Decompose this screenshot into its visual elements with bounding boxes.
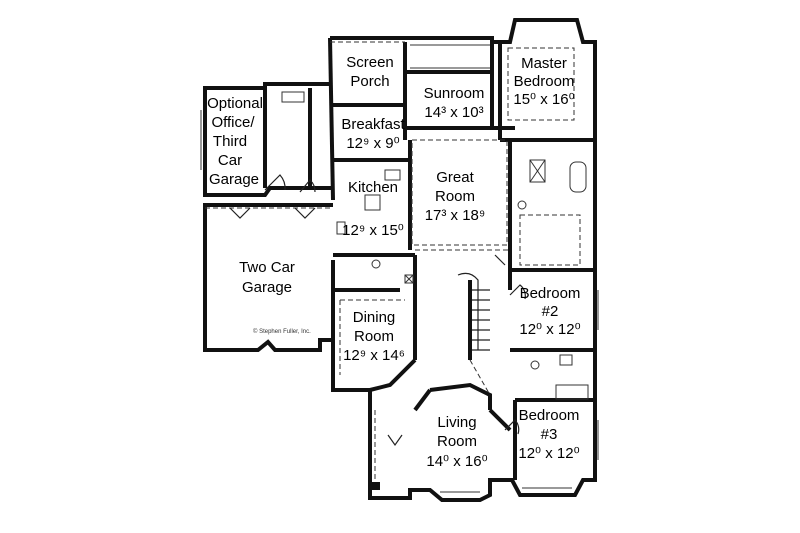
master-closet xyxy=(519,214,581,266)
bedroom3-label-2: #3 xyxy=(541,426,558,443)
wall-dining-corner xyxy=(369,358,417,392)
door-mudroom xyxy=(299,179,316,193)
exterior-wall-garage xyxy=(203,203,335,352)
office-label-3: Third xyxy=(213,133,247,150)
hall-toilet xyxy=(530,360,540,370)
doors xyxy=(229,174,526,447)
credit-text: © Stephen Fuller, Inc. xyxy=(253,328,311,335)
exterior-wall-office xyxy=(328,37,335,201)
dining-label-3: 12⁹ x 14⁶ xyxy=(343,347,405,364)
master-label-1: Master xyxy=(521,55,567,72)
office-label-2: Office/ xyxy=(211,114,255,131)
garage-label-1: Two Car xyxy=(239,259,295,276)
pantry-box xyxy=(404,274,414,284)
breakfast-label-2: 12⁹ x 9⁰ xyxy=(346,135,399,152)
sunroom-label-2: 14³ x 10³ xyxy=(424,104,483,121)
great-room-label-2: Room xyxy=(435,188,475,205)
dashed-lines xyxy=(205,41,581,485)
master-label-3: 15⁰ x 16⁰ xyxy=(513,91,574,108)
master-shower xyxy=(529,159,546,183)
wall-living-angle xyxy=(413,388,432,412)
bedroom3-label-1: Bedroom xyxy=(519,407,580,424)
dining-label-2: Room xyxy=(354,328,394,345)
door-office xyxy=(264,174,286,191)
garage-label-2: Garage xyxy=(242,279,292,296)
breakfast-label-1: Breakfast xyxy=(341,116,405,133)
office-label-5: Garage xyxy=(209,171,259,188)
bedroom2-label-3: 12⁰ x 12⁰ xyxy=(519,321,580,338)
office-label-4: Car xyxy=(218,152,242,169)
foyer-opening xyxy=(469,359,491,396)
exterior-walls xyxy=(203,18,597,502)
powder-toilet xyxy=(371,259,381,269)
door-garage-2 xyxy=(294,207,316,219)
exterior-wall-main xyxy=(330,18,597,502)
stairs xyxy=(457,272,490,351)
master-tray-ceiling xyxy=(507,47,575,121)
windows xyxy=(200,44,599,493)
door-bed3 xyxy=(504,419,520,435)
room-labels: Screen Porch Sunroom 14³ x 10³ Master Be… xyxy=(207,54,581,470)
master-tub xyxy=(569,161,587,193)
great-room-label-1: Great xyxy=(436,169,474,186)
kitchen-island xyxy=(364,194,381,211)
hall-bath-tub xyxy=(555,384,589,400)
kitchen-label-1: Kitchen xyxy=(348,179,398,196)
dining-label-1: Dining xyxy=(353,309,396,326)
screen-porch-label-2: Porch xyxy=(350,73,389,90)
wall-living-right xyxy=(488,408,512,432)
hall-sink xyxy=(559,354,573,366)
door-bed2 xyxy=(509,284,526,300)
stair-rail xyxy=(457,272,479,350)
bedroom3-label-3: 12⁰ x 12⁰ xyxy=(518,445,579,462)
master-toilet xyxy=(517,200,527,210)
bedroom2-label-2: #2 xyxy=(542,303,559,320)
pantry-x2 xyxy=(404,274,414,284)
living-label-2: Room xyxy=(437,433,477,450)
fixtures xyxy=(281,91,589,400)
exterior-wall-office-wing xyxy=(203,82,333,197)
screen-porch-label-1: Screen xyxy=(346,54,394,71)
wall-living-top xyxy=(429,382,492,410)
bedroom2-label-1: Bedroom xyxy=(520,285,581,302)
porch-column xyxy=(372,482,380,490)
living-label-1: Living xyxy=(437,414,476,431)
door-garage-1 xyxy=(229,207,251,219)
master-label-2: Bedroom xyxy=(514,73,575,90)
interior-walls xyxy=(263,42,595,480)
office-label-1: Optional xyxy=(207,95,263,112)
sunroom-label-1: Sunroom xyxy=(424,85,485,102)
kitchen-range xyxy=(336,221,346,235)
door-hall xyxy=(494,254,506,266)
door-front xyxy=(387,434,403,447)
kitchen-label-2: 12⁹ x 15⁰ xyxy=(342,222,404,239)
living-label-3: 14⁰ x 16⁰ xyxy=(426,453,487,470)
great-room-label-3: 17³ x 18⁹ xyxy=(425,207,486,224)
great-room-ceiling xyxy=(411,139,508,246)
shower-x2 xyxy=(529,159,546,183)
kitchen-sink xyxy=(384,169,401,181)
office-counter xyxy=(281,91,305,103)
